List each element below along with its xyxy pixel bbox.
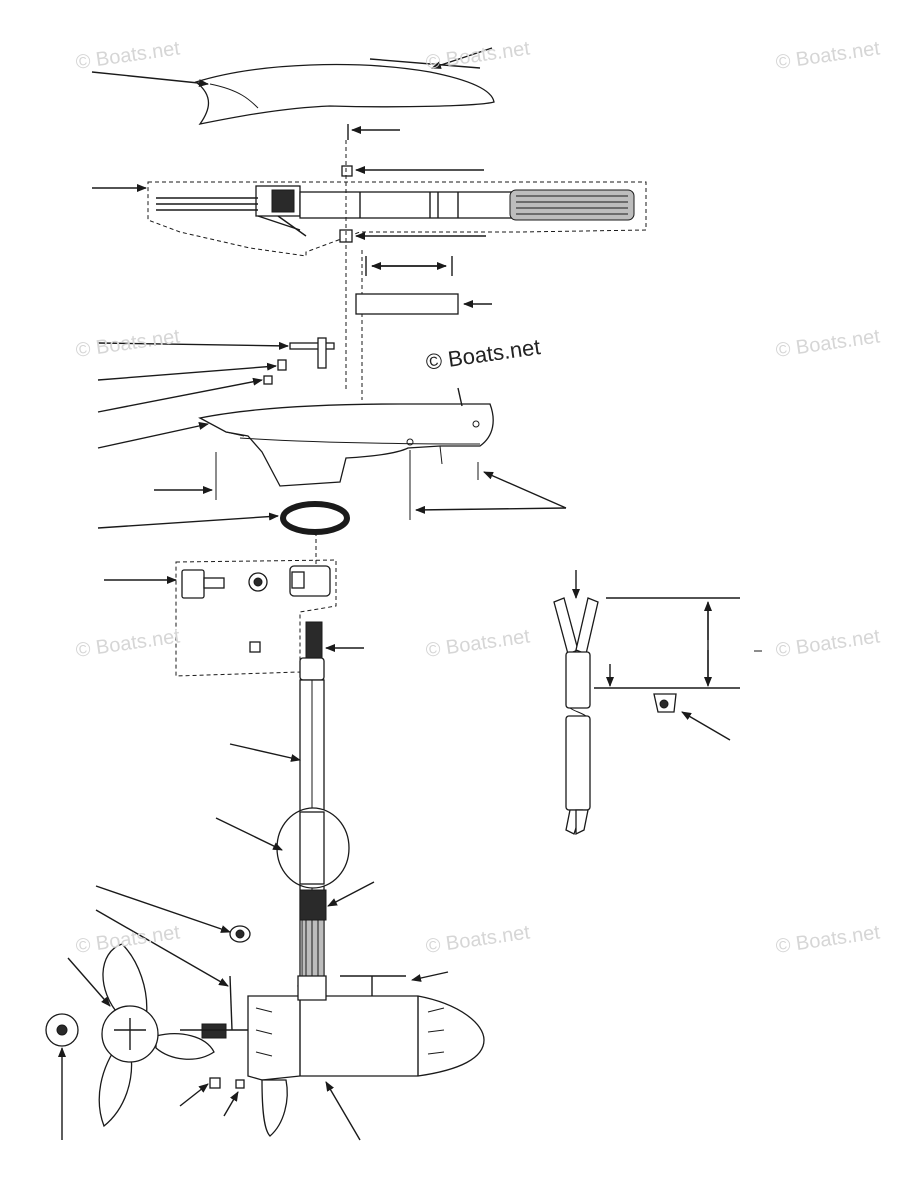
prop-pin — [209, 1077, 221, 1089]
prop-nut — [45, 1013, 79, 1047]
prop-pin-small — [235, 1079, 245, 1089]
propeller — [98, 943, 215, 1128]
leader-arrow — [91, 71, 209, 88]
leader-arrow — [179, 1083, 209, 1107]
leader-arrow — [223, 1091, 239, 1117]
leader-arrow — [97, 377, 263, 413]
handle-assembly — [147, 181, 647, 257]
leader-arrow — [215, 817, 283, 851]
leader-arrow — [431, 47, 493, 69]
leader-arrow — [97, 422, 209, 449]
leader-arrow — [97, 341, 289, 350]
armature-cable — [299, 889, 327, 981]
leader-arrow — [411, 971, 449, 982]
rubber-ring — [280, 501, 350, 535]
leader-arrow — [325, 1081, 361, 1141]
leader-arrow — [327, 881, 375, 907]
leader-arrow — [97, 512, 279, 529]
tiller-handle-grip — [509, 189, 635, 221]
lock-washer — [277, 359, 287, 371]
tube — [355, 293, 459, 315]
leader-arrow — [97, 362, 277, 381]
leader-arrow — [67, 957, 111, 1007]
clamp-bracket-body — [198, 387, 494, 500]
collar-assembly — [175, 559, 337, 677]
leader-arrow — [681, 711, 731, 741]
leader-arrow — [229, 743, 301, 762]
screw — [289, 337, 335, 369]
wire-harness — [553, 597, 599, 836]
lock-nut — [263, 375, 273, 385]
leader-arrow — [95, 885, 231, 933]
head-cover — [194, 58, 495, 125]
leader-arrow — [95, 909, 229, 987]
set-screw — [341, 165, 353, 177]
cable-connector — [653, 693, 677, 713]
leader-arrow — [483, 471, 567, 509]
leader-arrow — [415, 505, 567, 514]
motor-housing — [247, 975, 485, 1137]
